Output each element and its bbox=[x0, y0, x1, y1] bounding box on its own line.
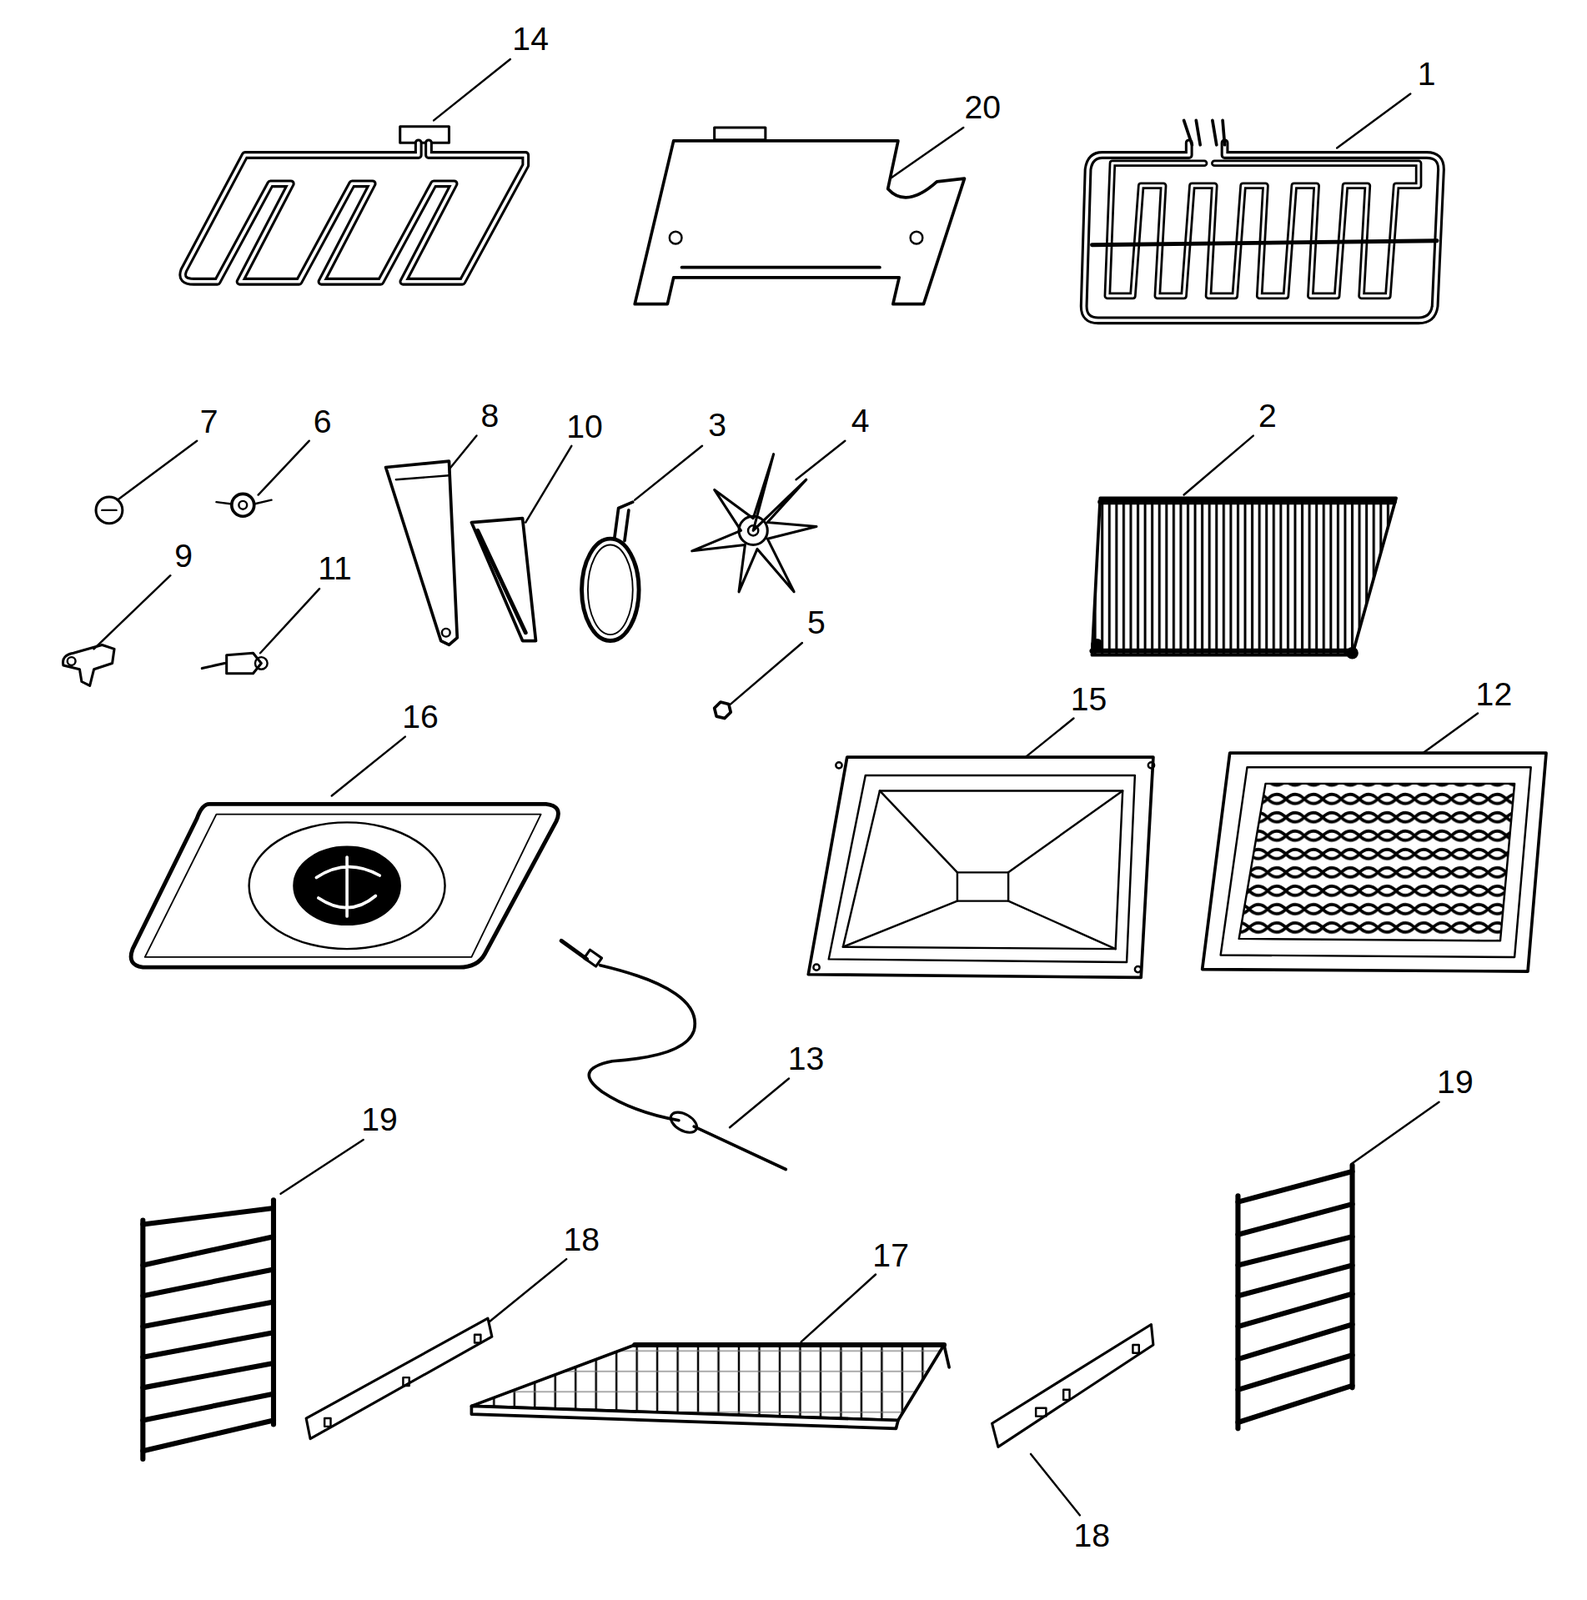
callout-number: 3 bbox=[706, 406, 729, 442]
callout-number: 14 bbox=[510, 21, 551, 57]
callout-number: 17 bbox=[870, 1237, 911, 1273]
callout-number: 12 bbox=[1473, 676, 1514, 712]
callout-number: 15 bbox=[1068, 681, 1109, 717]
callout-number: 16 bbox=[400, 698, 441, 734]
callout-number: 19 bbox=[1435, 1064, 1476, 1100]
callout-number: 9 bbox=[172, 538, 196, 574]
callout-number: 1 bbox=[1415, 55, 1438, 91]
callout-number: 6 bbox=[311, 404, 334, 440]
callout-number: 8 bbox=[478, 397, 502, 433]
callout-number: 11 bbox=[316, 551, 355, 587]
callout-number: 13 bbox=[785, 1040, 826, 1076]
callout-number: 10 bbox=[564, 409, 605, 445]
callout-number: 7 bbox=[197, 404, 221, 440]
callout-number: 18 bbox=[1071, 1518, 1112, 1554]
callout-number: 5 bbox=[805, 605, 829, 641]
callout-number: 4 bbox=[848, 402, 872, 438]
callout-number: 2 bbox=[1255, 397, 1279, 433]
callout-number: 19 bbox=[359, 1102, 400, 1138]
callout-number: 20 bbox=[962, 90, 1003, 126]
callout-number: 18 bbox=[561, 1222, 602, 1258]
